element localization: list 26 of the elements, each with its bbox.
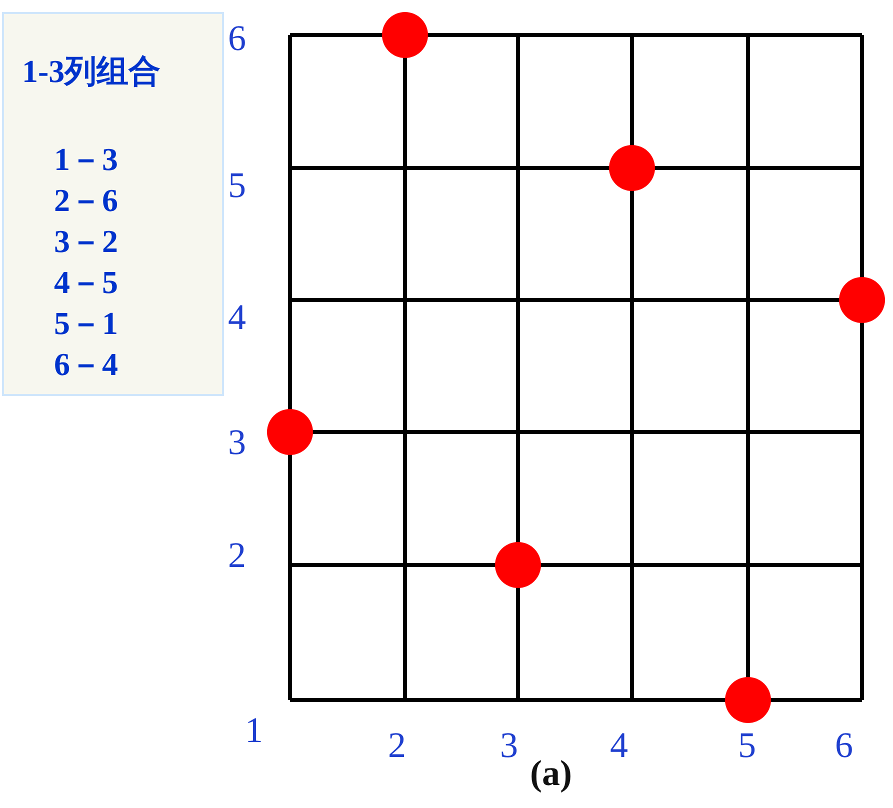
axis-number: 4 <box>228 297 246 337</box>
dot-marker <box>267 409 313 455</box>
column-row-pair: 6－4 <box>54 345 118 384</box>
text-panel <box>2 12 224 396</box>
dot-marker <box>725 677 771 723</box>
axis-number: 4 <box>610 725 628 765</box>
figure-caption: (a) <box>530 752 572 794</box>
axis-number: 2 <box>228 535 246 575</box>
dot-marker <box>609 145 655 191</box>
axis-number: 6 <box>228 18 246 58</box>
axis-number: 3 <box>500 725 518 765</box>
column-row-pair: 1－3 <box>54 140 118 179</box>
column-row-pair: 4－5 <box>54 263 118 302</box>
panel-heading: 1-3列组合 <box>22 52 161 91</box>
column-row-pair: 2－6 <box>54 181 118 220</box>
dot-marker <box>495 542 541 588</box>
axis-number: 5 <box>738 725 756 765</box>
axis-number: 1 <box>245 710 263 750</box>
dot-marker <box>382 12 428 58</box>
axis-number: 5 <box>228 165 246 205</box>
axis-number: 2 <box>388 725 406 765</box>
dot-marker <box>839 277 885 323</box>
column-row-pair: 5－1 <box>54 304 118 343</box>
column-row-pair: 3－2 <box>54 222 118 261</box>
axis-number: 3 <box>228 422 246 462</box>
axis-number: 6 <box>835 725 853 765</box>
